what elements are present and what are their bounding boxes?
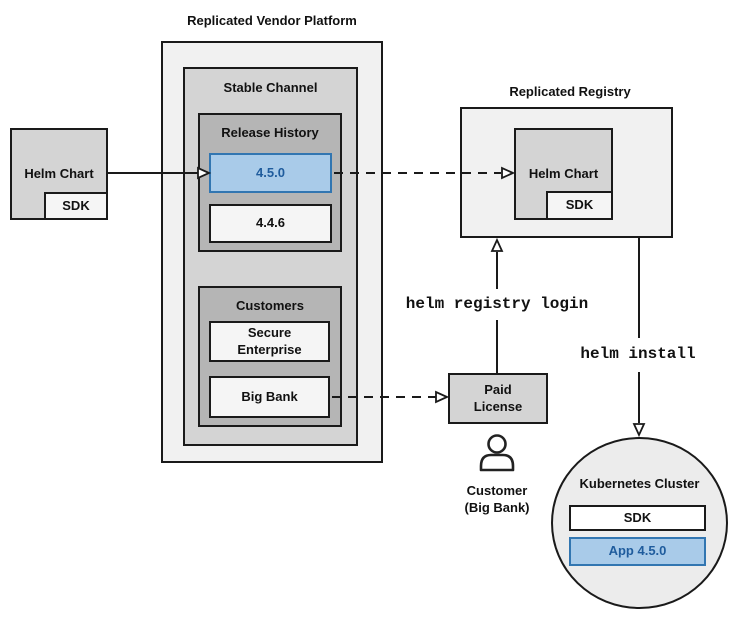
arrowhead-right-icon <box>435 390 450 404</box>
helm-registry-login-command: helm registry login <box>405 295 589 313</box>
registry-helm-chart-label: Helm Chart <box>528 165 599 181</box>
cluster-sdk-label: SDK <box>623 509 652 525</box>
arrowhead-up-icon <box>490 237 504 252</box>
release-history-label: Release History <box>221 125 319 140</box>
customer-person-icon <box>479 434 515 472</box>
registry-title: Replicated Registry <box>509 84 631 99</box>
registry-sdk-box: SDK <box>546 191 613 220</box>
kubernetes-cluster-label: Kubernetes Cluster <box>579 476 700 491</box>
platform-title: Replicated Vendor Platform <box>187 13 357 28</box>
paid-license-box: Paid License <box>448 373 548 424</box>
cluster-app-box: App 4.5.0 <box>569 537 706 566</box>
customer-box-label: Secure Enterprise <box>237 325 302 357</box>
paid-license-label: Paid License <box>473 382 523 414</box>
cluster-app-label: App 4.5.0 <box>608 543 667 559</box>
release-version-label: 4.5.0 <box>256 164 285 180</box>
release-version-box-446: 4.4.6 <box>209 204 332 243</box>
source-sdk-box: SDK <box>44 192 108 220</box>
release-version-label: 4.4.6 <box>256 215 285 231</box>
source-sdk-label: SDK <box>62 197 90 213</box>
cluster-sdk-box: SDK <box>569 505 706 531</box>
customer-box-big-bank: Big Bank <box>209 376 330 418</box>
customer-box-label: Big Bank <box>241 388 298 404</box>
source-helm-chart-label: Helm Chart <box>24 165 94 181</box>
stable-channel-label: Stable Channel <box>223 80 318 95</box>
arrowhead-down-icon <box>632 423 646 438</box>
customer-caption: Customer (Big Bank) <box>464 483 530 515</box>
helm-install-command: helm install <box>580 345 696 363</box>
customers-label: Customers <box>236 298 304 313</box>
customer-box-secure-enterprise: Secure Enterprise <box>209 321 330 362</box>
registry-sdk-label: SDK <box>565 197 594 213</box>
release-version-box-450: 4.5.0 <box>209 153 332 193</box>
connector-registry-to-cluster <box>632 238 646 438</box>
